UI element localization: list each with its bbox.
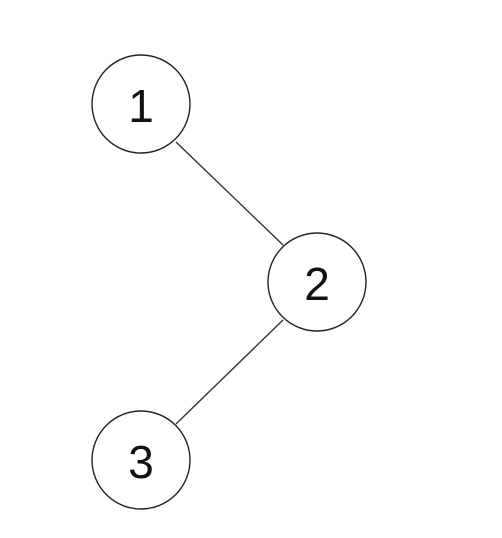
node-3-label: 3 bbox=[128, 436, 154, 488]
node-2: 2 bbox=[267, 232, 367, 332]
node-2-label: 2 bbox=[304, 258, 330, 310]
node-3: 3 bbox=[91, 410, 191, 510]
node-1-label: 1 bbox=[128, 80, 154, 132]
edge-1-2 bbox=[175, 141, 284, 246]
node-1: 1 bbox=[91, 54, 191, 154]
node-2-circle bbox=[267, 232, 367, 332]
node-1-circle bbox=[91, 54, 191, 154]
edge-2-3 bbox=[175, 319, 284, 425]
node-3-circle bbox=[91, 410, 191, 510]
